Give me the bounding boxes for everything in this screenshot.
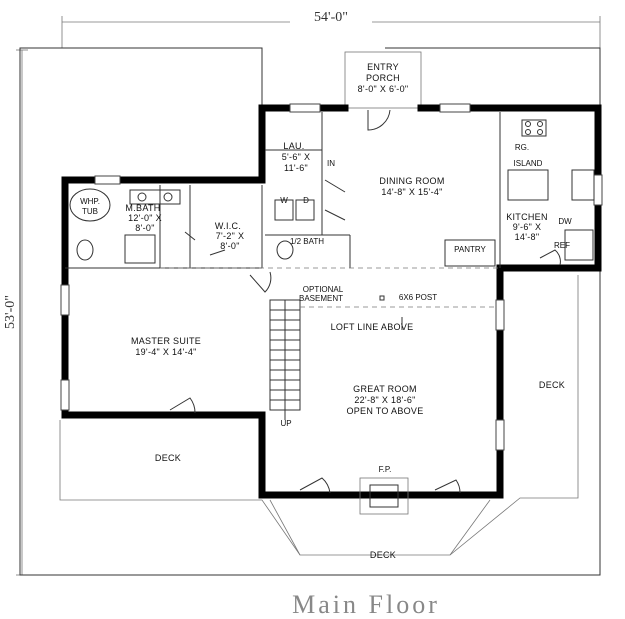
island-label: ISLAND (514, 159, 543, 168)
dining-room-label: DINING ROOM (379, 176, 444, 186)
master-bath-size-2: 8'-0" (135, 223, 154, 233)
refrigerator-label: REF (554, 241, 570, 250)
stair-up-label: UP (280, 419, 291, 428)
dryer-label: D (303, 196, 309, 205)
deck-outline (19, 47, 601, 576)
deck-right-label: DECK (539, 380, 565, 390)
kitchen-size-2: 14'-8" (515, 232, 540, 242)
wic-size-2: 8'-0" (220, 241, 239, 251)
wic-size-1: 7'-2" X (216, 231, 245, 241)
entry-porch-outline (344, 51, 422, 109)
entry-porch-label-1: ENTRY (367, 62, 399, 72)
post-label: 6X6 POST (399, 293, 437, 302)
great-room-note: OPEN TO ABOVE (346, 406, 423, 416)
great-room-label: GREAT ROOM (353, 384, 417, 394)
wic-label: W.I.C. (215, 221, 241, 231)
pantry-label: PANTRY (454, 245, 486, 254)
width-dimension: 54'-0" (314, 10, 348, 25)
range-label: RG. (515, 143, 529, 152)
half-bath-label: 1/2 BATH (290, 237, 324, 246)
optional-label-2: BASEMENT (299, 294, 343, 303)
deck-left-label: DECK (155, 453, 181, 463)
laundry-label: LAU. (283, 141, 304, 151)
master-suite-size: 19'-4" X 14'-4" (135, 347, 196, 357)
depth-dimension: 53'-0" (3, 295, 18, 329)
whirlpool-label-1: WHP. (80, 197, 100, 206)
deck-bottom-label: DECK (370, 550, 396, 560)
fireplace-label: F.P. (379, 465, 392, 474)
annotations: OPTIONAL BASEMENT 6X6 POST LOFT LINE ABO… (299, 285, 437, 332)
entry-porch-size: 8'-0" X 6'-0" (358, 84, 409, 94)
laundry-size-1: 5'-6" X (282, 152, 311, 162)
dining-room-size: 14'-8" X 15'-4" (381, 187, 442, 197)
master-bath-size-1: 12'-0" X (128, 213, 162, 223)
optional-label-1: OPTIONAL (303, 285, 344, 294)
fixtures (69, 119, 595, 515)
master-suite-label: MASTER SUITE (131, 336, 201, 346)
room-labels: ENTRY PORCH 8'-0" X 6'-0" DINING ROOM 14… (125, 62, 565, 560)
entry-porch-label-2: PORCH (366, 73, 400, 83)
floor-caption: Main Floor (292, 590, 440, 619)
doors (169, 109, 561, 494)
in-label: IN (327, 159, 335, 168)
master-bath-label: M.BATH (125, 203, 160, 213)
whirlpool-label-2: TUB (82, 207, 98, 216)
loft-line-label: LOFT LINE ABOVE (331, 322, 414, 332)
laundry-size-2: 11'-6" (284, 163, 308, 173)
windows (60, 103, 603, 451)
great-room-size: 22'-8" X 18'-6" (354, 395, 415, 405)
fixture-labels: WHP. TUB IN W D RG. ISLAND DW REF PANTRY… (80, 143, 572, 474)
kitchen-label: KITCHEN (506, 212, 548, 222)
kitchen-size-1: 9'-6" X (513, 222, 542, 232)
dishwasher-label: DW (558, 217, 572, 226)
stairs (269, 299, 301, 420)
washer-label: W (280, 196, 288, 205)
